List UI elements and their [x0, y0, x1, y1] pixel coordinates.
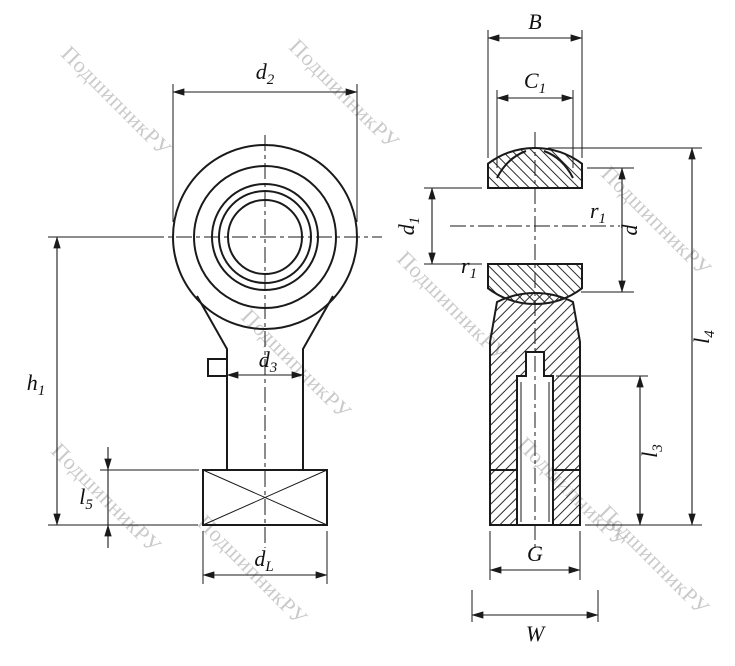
head-outer-circle	[172, 144, 358, 330]
section-view: B C1 d1 r1 r1 d	[394, 9, 718, 646]
label-dL: dL	[254, 546, 273, 575]
label-l4: l4	[689, 330, 718, 344]
label-l3: l3	[637, 444, 666, 458]
dimension-d: d	[581, 167, 642, 293]
bore-chamfer-inner-circle	[218, 190, 312, 284]
dimension-dL: dL	[202, 531, 328, 584]
label-h1: h1	[27, 370, 46, 399]
shank-right-edge	[302, 295, 334, 470]
thread-symbol-diagonal	[202, 469, 328, 526]
label-r1-upper: r1	[590, 198, 606, 227]
watermark-text: ПодшипникРУ	[284, 34, 404, 154]
watermark-text: ПодшипникРУ	[46, 438, 166, 558]
label-B: B	[528, 9, 541, 34]
bore-chamfer-outer-circle	[211, 183, 319, 291]
label-d1: d1	[394, 217, 423, 236]
dimension-d3: d3	[226, 347, 304, 379]
label-C1: C1	[524, 68, 546, 97]
watermark-text: ПодшипникРУ	[236, 304, 356, 424]
label-r1-lower: r1	[461, 253, 477, 282]
watermark-layer: ПодшипникРУ ПодшипникРУ ПодшипникРУ Подш…	[46, 34, 716, 630]
label-G: G	[527, 541, 543, 566]
dimension-h1: h1	[27, 236, 198, 526]
dimension-l5: l5	[79, 447, 199, 548]
label-d2: d2	[256, 59, 275, 88]
shank-left-edge	[196, 295, 228, 470]
grease-fitting	[207, 358, 228, 377]
dimension-B: B	[487, 9, 583, 158]
label-W: W	[526, 621, 546, 646]
dimension-C1: C1	[496, 68, 574, 168]
front-view: d2 h1 d3 l5 dL	[27, 59, 382, 584]
label-l5: l5	[79, 484, 93, 513]
ball-top-cap-section	[487, 146, 583, 189]
dimension-d2: d2	[172, 59, 358, 222]
label-d: d	[617, 224, 642, 236]
dimension-l3: l3	[556, 375, 666, 526]
watermark-text: ПодшипникРУ	[56, 41, 176, 161]
watermark-text: ПодшипникРУ	[594, 500, 714, 620]
dimension-d1: d1	[394, 187, 482, 265]
dimension-G: G	[489, 531, 581, 580]
label-d3: d3	[259, 347, 278, 376]
housing-shank-section	[489, 292, 581, 526]
housing-right-shoulder	[543, 150, 574, 179]
housing-left-shoulder	[496, 150, 527, 179]
watermark-text: ПодшипникРУ	[596, 161, 716, 281]
dimension-W: W	[471, 590, 599, 646]
bore-circle	[227, 199, 303, 275]
ball-seat-circle	[193, 165, 337, 309]
wrench-flats-section	[202, 469, 328, 526]
watermark-text: ПодшипникРУ	[192, 510, 312, 630]
